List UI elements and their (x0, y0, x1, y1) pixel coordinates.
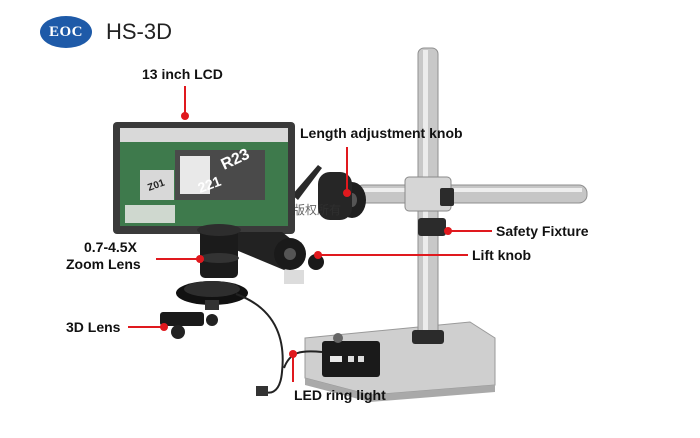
safety-pointer-line (448, 230, 492, 232)
zoom-pointer-line (156, 258, 200, 260)
safety-fixture (418, 218, 446, 236)
horizontal-arm (354, 184, 588, 204)
lift-pointer-dot (314, 251, 322, 259)
led-pointer-dot (289, 350, 297, 358)
led-cable (235, 293, 284, 394)
label-led-ring-light: LED ring light (294, 387, 386, 403)
eoc-logo: EOC (40, 16, 92, 48)
label-lcd: 13 inch LCD (142, 66, 223, 82)
label-length-knob: Length adjustment knob (300, 125, 463, 141)
label-3d-lens: 3D Lens (66, 319, 121, 335)
length-knob-pointer-line (346, 147, 348, 193)
lcd-pointer-line (184, 86, 186, 116)
lcd-pointer-dot (181, 112, 189, 120)
label-zoom-line1: 0.7-4.5X (84, 239, 137, 255)
3d-lens (160, 312, 204, 326)
safety-pointer-dot (444, 227, 452, 235)
label-zoom-line2: Zoom Lens (66, 256, 141, 272)
lens3d-pointer-line (128, 326, 164, 328)
length-knob-pointer-dot (343, 189, 351, 197)
label-lift-knob: Lift knob (472, 247, 532, 263)
lift-pointer-line (318, 254, 468, 256)
led-pointer-line (292, 354, 294, 382)
model-title: HS-3D (106, 19, 173, 44)
copyright-watermark: 版权所有 (293, 203, 342, 217)
zoom-pointer-dot (196, 255, 204, 263)
lens3d-pointer-dot (160, 323, 168, 331)
screen-text-221: 221 (196, 173, 224, 196)
label-safety-fixture: Safety Fixture (496, 223, 589, 239)
